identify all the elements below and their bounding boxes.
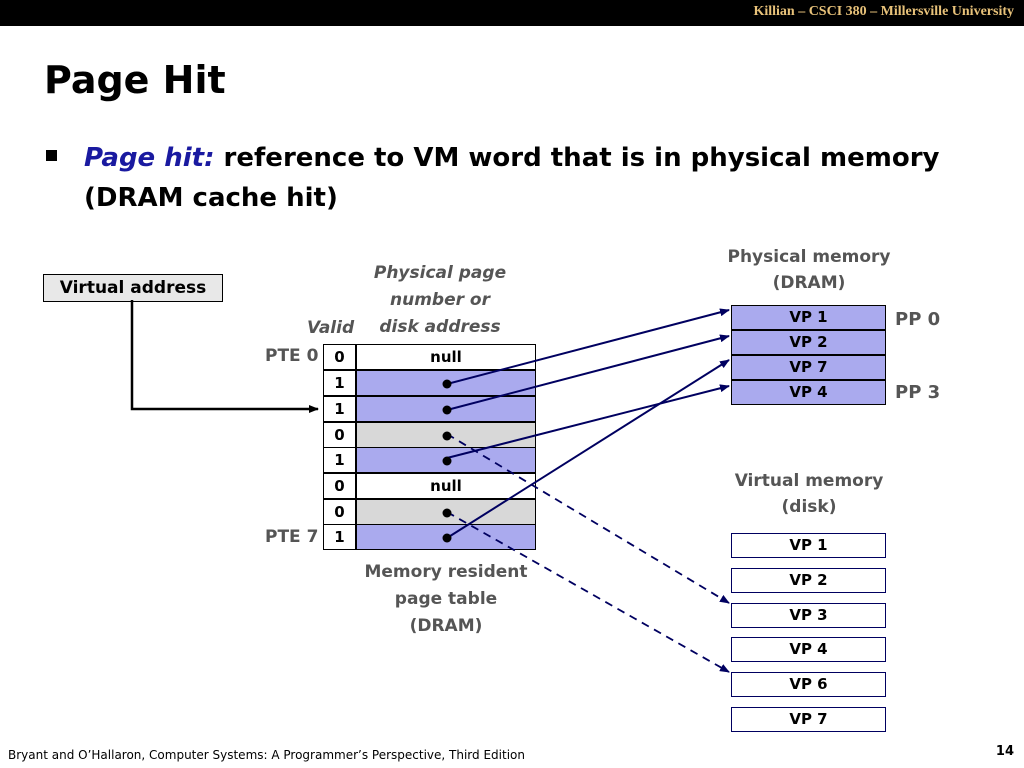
pp3-label: PP 3 xyxy=(895,382,941,403)
pte-pointer-dot xyxy=(442,431,452,441)
virt-mem-title-line2: (disk) xyxy=(781,497,837,517)
virtual-address-arrow xyxy=(130,300,319,413)
pte-valid-bit: 0 xyxy=(323,473,356,499)
pte3-to-disk-vp3-arrow xyxy=(446,433,730,604)
pt-caption-line2: page table xyxy=(394,589,498,609)
physical-page: VP 4 xyxy=(731,380,886,405)
phys-mem-title-line2: (DRAM) xyxy=(772,273,846,293)
bullet-text: Page hit: reference to VM word that is i… xyxy=(84,138,964,218)
pte6-to-disk-vp6-arrow xyxy=(446,511,730,673)
virt-mem-title-line1: Virtual memory xyxy=(734,471,884,491)
pte-valid-bit: 0 xyxy=(323,344,356,370)
pt-caption-line1: Memory resident xyxy=(364,562,528,582)
pte4-to-vp4-arrow xyxy=(446,384,730,459)
footer-citation: Bryant and O’Hallaron, Computer Systems:… xyxy=(8,748,525,762)
virtual-address-box: Virtual address xyxy=(43,274,223,302)
disk-page: VP 1 xyxy=(731,533,886,558)
bullet-definition: reference to VM word that is in physical… xyxy=(84,143,940,213)
pte-valid-bit: 1 xyxy=(323,447,356,473)
pte0-label: PTE 0 xyxy=(265,346,319,366)
ppn-label-line1: Physical page xyxy=(373,263,507,283)
pt-caption-line3: (DRAM) xyxy=(409,616,483,636)
pte-pointer-dot xyxy=(442,456,452,466)
slide-title: Page Hit xyxy=(44,58,226,102)
course-header: Killian – CSCI 380 – Millersville Univer… xyxy=(753,4,1014,19)
pte7-to-vp7-arrow xyxy=(446,359,730,539)
pte-pointer-dot xyxy=(442,533,452,543)
ppn-label-line2: number or xyxy=(390,290,490,310)
disk-page: VP 7 xyxy=(731,707,886,732)
pte-valid-bit: 1 xyxy=(323,524,356,550)
pp0-label: PP 0 xyxy=(895,309,941,330)
pte-valid-bit: 1 xyxy=(323,370,356,396)
header-bar: Killian – CSCI 380 – Millersville Univer… xyxy=(0,0,1024,26)
pte-address: null xyxy=(356,344,536,370)
pte7-label: PTE 7 xyxy=(265,527,319,547)
pte-valid-bit: 0 xyxy=(323,499,356,525)
phys-mem-title-line1: Physical memory xyxy=(727,247,891,267)
disk-page: VP 3 xyxy=(731,602,886,628)
pte2-to-vp2-arrow xyxy=(446,334,730,411)
physical-page: VP 2 xyxy=(731,330,886,355)
disk-page: VP 4 xyxy=(731,637,886,663)
physical-page: VP 7 xyxy=(731,355,886,380)
valid-label: Valid xyxy=(307,318,355,338)
pte1-to-vp1-arrow xyxy=(446,308,730,385)
pte-pointer-dot xyxy=(442,405,452,415)
pte-pointer-dot xyxy=(442,379,452,389)
pte-address: null xyxy=(356,473,536,499)
ppn-label-line3: disk address xyxy=(379,317,501,337)
physical-page: VP 1 xyxy=(731,305,886,330)
pte-pointer-dot xyxy=(442,508,452,518)
bullet-term: Page hit: xyxy=(84,143,215,173)
disk-page: VP 2 xyxy=(731,567,886,593)
page-number: 14 xyxy=(995,744,1014,759)
bullet-square-icon xyxy=(46,150,57,161)
pte-valid-bit: 1 xyxy=(323,396,356,422)
disk-page: VP 6 xyxy=(731,672,886,698)
